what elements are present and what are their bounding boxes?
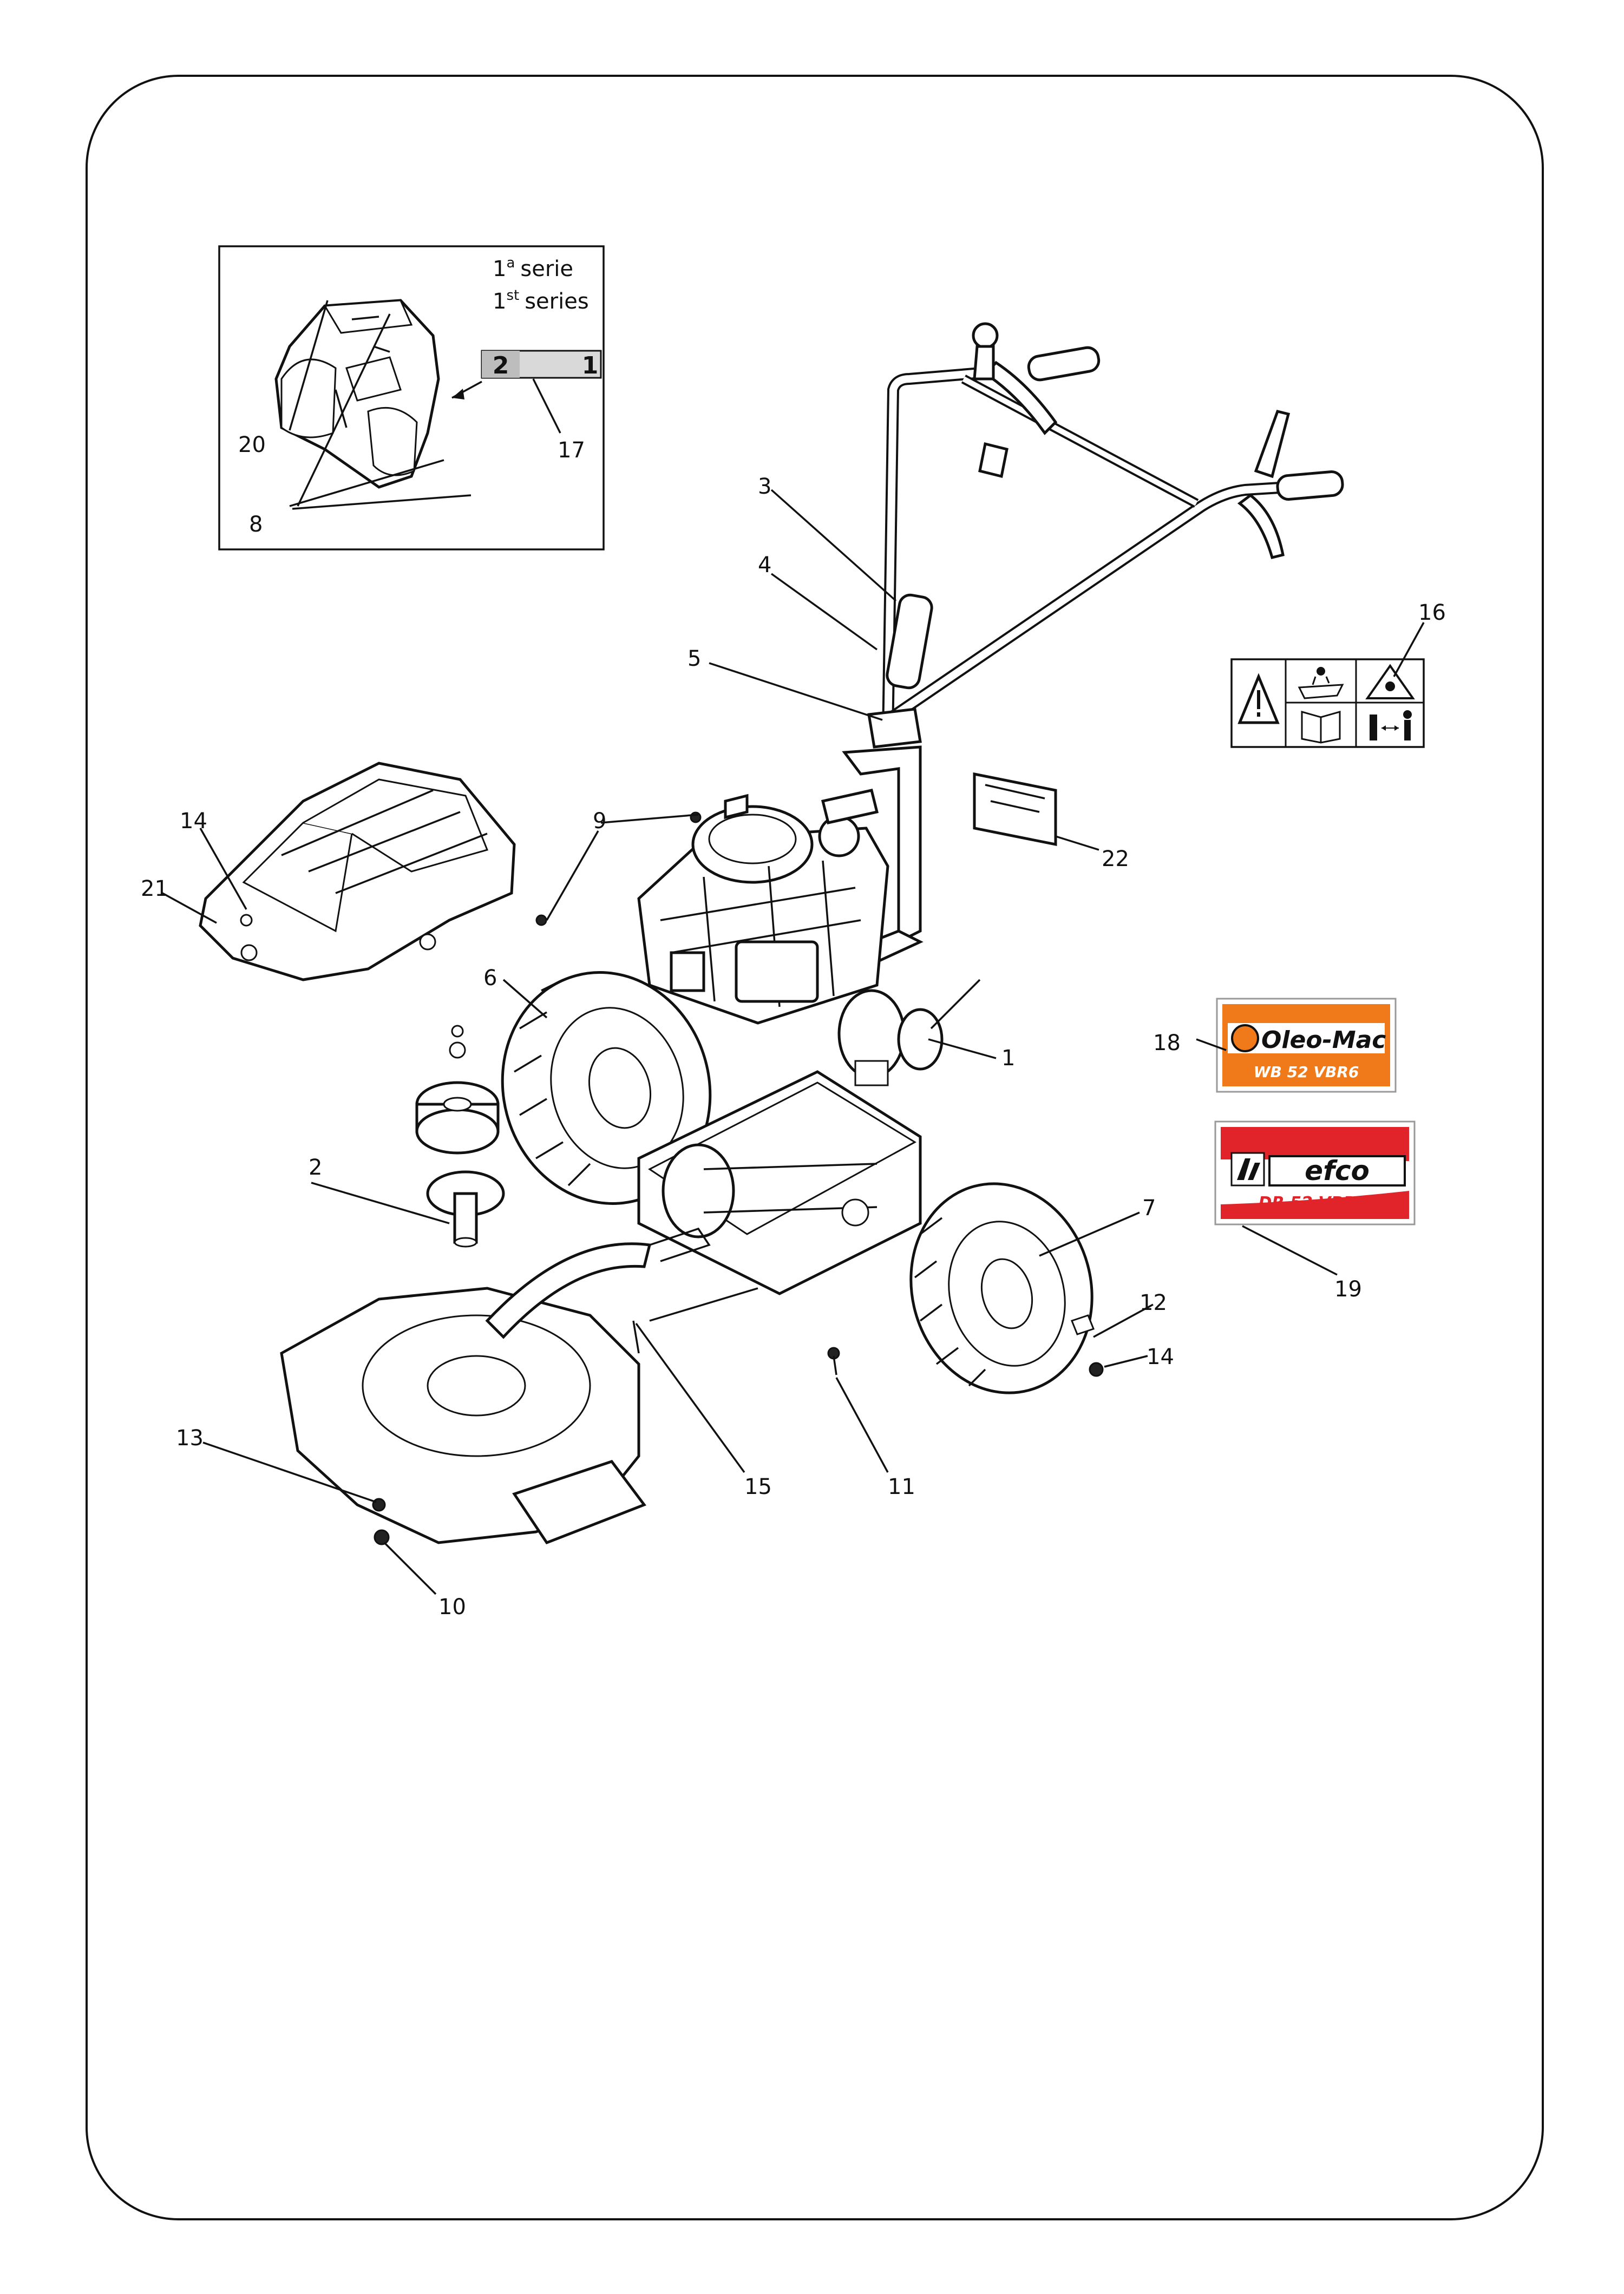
efco-brand-name: efco — [1305, 1155, 1370, 1187]
warning-triangle-icon — [1237, 673, 1280, 724]
callout-22: 22 — [1102, 847, 1129, 871]
callout-14-cover: 14 — [180, 809, 207, 834]
leader-lines — [162, 489, 1425, 1595]
callout-2: 2 — [309, 1155, 322, 1180]
left-wheel — [501, 971, 712, 1205]
top-cover — [199, 762, 516, 981]
callout-4: 4 — [758, 553, 771, 578]
series-en-sup: st — [506, 287, 519, 304]
gear-hub — [837, 979, 981, 1086]
efco-decal: efco DR 52 VBR6 — [1214, 1120, 1416, 1225]
callout-18: 18 — [1153, 1031, 1181, 1056]
series-en-text: series — [525, 289, 588, 314]
inset-cover-drawing — [274, 299, 440, 489]
callout-9: 9 — [593, 809, 606, 834]
engine-assembly — [637, 745, 924, 1025]
callout-15: 15 — [744, 1474, 772, 1499]
transmission-frame — [637, 1070, 922, 1322]
callout-6: 6 — [483, 966, 497, 991]
callout-3: 3 — [758, 474, 771, 499]
small-plate-part — [973, 772, 1057, 847]
machine-hazard-icon — [1298, 667, 1344, 699]
efco-model-name: DR 52 VBR6 — [1259, 1194, 1367, 1212]
callout-labels: 1 2 3 4 5 6 7 8 9 10 11 12 13 14 14 15 1… — [141, 432, 1446, 1620]
callout-11: 11 — [888, 1474, 915, 1499]
right-wheel — [909, 1182, 1104, 1394]
callout-5: 5 — [687, 646, 701, 671]
callout-12: 12 — [1140, 1290, 1167, 1315]
oleomac-brand-name: Oleo-Mac — [1261, 1026, 1386, 1054]
callout-14-nut: 14 — [1147, 1345, 1174, 1369]
read-manual-icon — [1301, 711, 1341, 744]
callout-20: 20 — [238, 432, 266, 457]
pulley-stack — [415, 1025, 505, 1248]
callout-10: 10 — [438, 1595, 466, 1620]
series-it-sup: a — [506, 255, 515, 271]
callout-1: 1 — [1001, 1046, 1015, 1071]
series-badge: 2 1 — [481, 350, 602, 379]
page-frame — [86, 75, 1544, 2220]
badge-right-digit: 1 — [582, 352, 599, 379]
callout-21: 21 — [141, 876, 168, 901]
safety-decal — [1230, 658, 1425, 748]
callout-19: 19 — [1334, 1277, 1362, 1302]
oleomac-decal: Oleo-Mac WB 52 VBR6 — [1216, 998, 1397, 1093]
series-en-number: 1 — [493, 289, 506, 314]
callout-8: 8 — [249, 512, 263, 537]
series-it-number: 1 — [493, 257, 506, 281]
callout-17: 17 — [558, 438, 585, 463]
badge-left-digit: 2 — [493, 352, 509, 379]
oleomac-logo-icon — [1231, 1024, 1259, 1052]
series-it-text: serie — [520, 257, 573, 281]
safety-distance-icon — [1370, 710, 1412, 740]
thrown-object-warning-icon — [1365, 664, 1415, 699]
efco-logo-icon — [1237, 1158, 1260, 1180]
callout-16: 16 — [1418, 600, 1446, 625]
handlebar-assembly — [867, 322, 1344, 749]
callout-13: 13 — [176, 1426, 204, 1451]
oleomac-model-name: WB 52 VBR6 — [1254, 1063, 1359, 1081]
callout-7: 7 — [1142, 1196, 1156, 1221]
cutter-deck — [280, 811, 840, 1545]
